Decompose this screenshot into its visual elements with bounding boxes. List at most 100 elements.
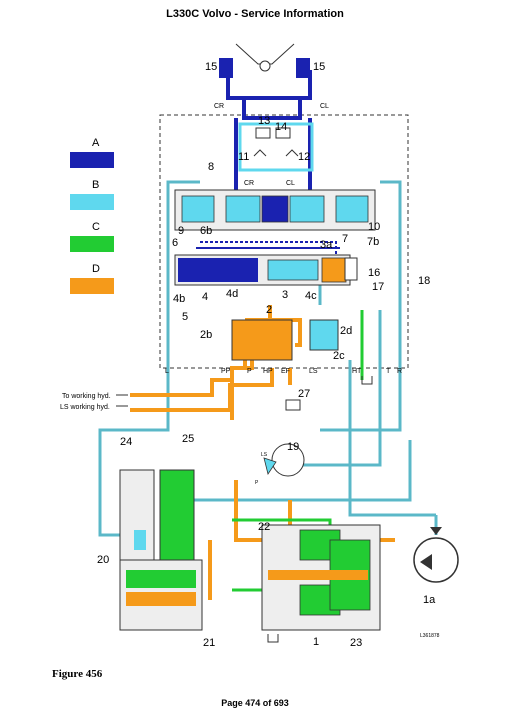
priority-spool [178, 258, 258, 282]
valve-2d [309, 319, 339, 351]
label-15-left: 15 [205, 61, 217, 73]
port-r: R [397, 368, 402, 375]
port-ls: LS [309, 368, 318, 375]
pilot-line-dashed [200, 241, 337, 258]
label-2d: 2d [340, 325, 352, 337]
valve-19-element [263, 457, 277, 475]
label-cr-mid: CR [244, 180, 254, 187]
label-cl-top: CL [320, 103, 329, 110]
pump-1a [413, 537, 459, 583]
legend-swatch-d [70, 278, 114, 294]
label-12: 12 [298, 151, 310, 163]
label-7: 7 [342, 233, 348, 245]
label-1a: 1a [423, 594, 436, 606]
spool-chamber-1 [181, 195, 215, 223]
label-cl-mid: CL [286, 180, 295, 187]
port-t: T [386, 368, 391, 375]
label-7b: 7b [367, 236, 379, 248]
label-15-right: 15 [313, 61, 325, 73]
label-ls-working-hyd: LS working hyd. [60, 404, 110, 411]
valve-housing-channel [126, 570, 196, 588]
label-ls-small: LS [261, 452, 268, 458]
label-4: 4 [202, 291, 208, 303]
label-22: 22 [258, 521, 270, 533]
legend-label-a: A [92, 137, 100, 149]
priority-spool-end [267, 259, 319, 281]
label-4b: 4b [173, 293, 185, 305]
label-p-small: P [255, 480, 259, 486]
legend-swatch-b [70, 194, 114, 210]
label-3: 3 [282, 289, 288, 301]
legend-label-b: B [92, 179, 99, 191]
label-1: 1 [313, 636, 319, 648]
cylinder-15-left [219, 58, 233, 78]
label-8: 8 [208, 161, 214, 173]
valve-7 [344, 257, 358, 281]
label-4d: 4d [226, 288, 238, 300]
port-ef: EF [281, 368, 290, 375]
valve-19 [271, 443, 305, 477]
label-14: 14 [275, 121, 287, 133]
spool-chamber-3 [261, 195, 289, 223]
label-17: 17 [372, 281, 384, 293]
label-25: 25 [182, 433, 194, 445]
label-to-working-hyd: To working hyd. [62, 393, 111, 400]
label-10: 10 [368, 221, 380, 233]
valve-housing-supply [126, 592, 196, 606]
legend-label-d: D [92, 263, 100, 275]
page-header: L330C Volvo - Service Information [166, 8, 344, 20]
legend-swatch-a [70, 152, 114, 168]
label-9: 9 [178, 225, 184, 237]
label-6b: 6b [200, 225, 212, 237]
label-24: 24 [120, 436, 132, 448]
pump-1a-flow-arrow [430, 527, 442, 535]
legend-label-c: C [92, 221, 100, 233]
pump-1-shaft-channel [268, 570, 368, 580]
label-4c: 4c [305, 290, 317, 302]
priority-chamber [321, 257, 347, 283]
check-valve-11 [253, 149, 267, 157]
label-2b: 2b [200, 329, 212, 341]
shuttle-valve-27 [285, 399, 301, 411]
pump-1a-arrow [420, 554, 432, 570]
label-13: 13 [258, 115, 270, 127]
label-cr-top: CR [214, 103, 224, 110]
label-18: 18 [418, 275, 430, 287]
label-11: 11 [238, 151, 249, 163]
shock-valve-block [238, 122, 314, 172]
label-23: 23 [350, 637, 362, 649]
drawing-code: L361878 [420, 633, 440, 639]
spool-chamber-5 [335, 195, 369, 223]
label-5: 5 [182, 311, 188, 323]
page-footer: Page 474 of 693 [221, 698, 289, 708]
label-21: 21 [203, 637, 215, 649]
supply-lines [130, 305, 395, 600]
cylinder-15-right [296, 58, 310, 78]
label-2c: 2c [333, 350, 345, 362]
label-20: 20 [97, 554, 109, 566]
label-27: 27 [298, 388, 310, 400]
spool-chamber-2 [225, 195, 261, 223]
load-sensing-valve-2 [231, 319, 293, 361]
valve-24-chamber [134, 530, 146, 550]
tank-symbol [361, 376, 373, 385]
legend: A B C D [70, 137, 114, 294]
valve-boundary [159, 114, 409, 369]
figure-caption: Figure 456 [52, 668, 103, 680]
check-valve-12 [285, 149, 299, 157]
pivot-point [259, 60, 271, 72]
label-2: 2 [266, 304, 272, 316]
shock-valve-14 [275, 127, 291, 139]
port-hp: HP [263, 368, 273, 375]
label-3a: 3a [320, 239, 333, 251]
spool-chamber-4 [289, 195, 325, 223]
port-ht: HT [352, 368, 362, 375]
port-p: P [247, 368, 252, 375]
valve-25 [159, 469, 195, 561]
port-l: L [165, 368, 169, 375]
port-pp: PP [221, 368, 231, 375]
legend-swatch-c [70, 236, 114, 252]
label-19: 19 [287, 441, 299, 453]
tank-symbol-bottom [267, 634, 279, 643]
